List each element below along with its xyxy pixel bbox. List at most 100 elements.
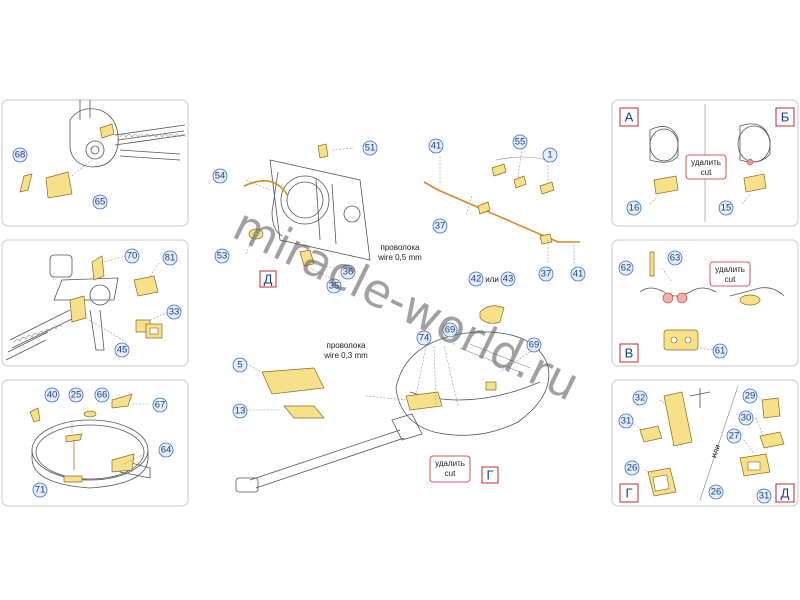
callout-29-label: 29	[745, 391, 756, 402]
callout-68-label: 68	[15, 150, 26, 161]
wire03-en-text: wire 0,3 mm	[323, 351, 368, 360]
callout-15	[718, 200, 734, 216]
periscope-drawing-A	[649, 126, 679, 205]
callout-41b-label: 41	[573, 269, 584, 280]
hatch-drawing	[243, 143, 371, 279]
letter-box-G-panel	[619, 483, 639, 503]
cut-ru-main: удалить	[435, 459, 465, 468]
turret-ring-drawing	[29, 393, 151, 489]
callout-1-label: 1	[547, 150, 552, 161]
callout-66	[94, 387, 110, 403]
callout-26a-label: 26	[627, 463, 638, 474]
cut-note-main	[429, 455, 471, 483]
callout-61	[712, 343, 728, 359]
callout-31b	[756, 488, 772, 504]
callout-66-label: 66	[97, 390, 108, 401]
or-text-2: или	[709, 443, 722, 459]
callout-25-label: 25	[71, 390, 82, 401]
gun-mount-drawing-2	[5, 254, 169, 361]
callout-74-label: 74	[419, 333, 430, 344]
callout-37a-label: 37	[435, 221, 446, 232]
callout-67	[152, 397, 168, 413]
or-text: или	[485, 275, 499, 284]
callout-13	[232, 403, 248, 419]
callout-69a	[442, 322, 458, 338]
letter-box-A	[619, 107, 639, 127]
callout-53-label: 53	[217, 251, 228, 262]
letter-B: Б	[781, 110, 790, 125]
part-42-43	[479, 305, 505, 324]
callout-1	[542, 147, 558, 163]
callout-15-label: 15	[721, 203, 732, 214]
callout-36	[340, 264, 356, 280]
callout-33	[166, 304, 182, 320]
panel-mid-left	[1, 239, 189, 367]
callout-27	[726, 428, 742, 444]
callout-70	[124, 248, 140, 264]
callout-27-label: 27	[729, 431, 740, 442]
letter-A: А	[625, 110, 634, 125]
callout-5-label: 5	[237, 360, 242, 371]
callout-63-label: 63	[670, 253, 681, 264]
callout-37b-label: 37	[541, 269, 552, 280]
callout-54	[212, 168, 228, 184]
callout-25	[68, 387, 84, 403]
callout-41b	[570, 266, 586, 282]
wire-rail-drawing	[423, 147, 580, 264]
callout-62-label: 62	[621, 263, 632, 274]
callout-42-label: 42	[471, 274, 482, 285]
callout-26b-label: 26	[711, 487, 722, 498]
callout-40	[44, 387, 60, 403]
callout-5	[232, 357, 248, 373]
turret-drawing	[235, 331, 550, 493]
callout-64-label: 64	[161, 445, 172, 456]
callout-32	[632, 390, 648, 406]
gun-mount-drawing-1	[19, 100, 187, 199]
callout-69b	[526, 337, 542, 353]
plates-drawing	[245, 363, 325, 419]
callout-63	[667, 250, 683, 266]
cut-note-B	[685, 154, 727, 180]
cut-ru-B: удалить	[691, 158, 721, 167]
letter-G-panel: Г	[625, 486, 632, 501]
callout-41a	[428, 138, 444, 154]
callout-61-label: 61	[715, 346, 726, 357]
callout-16	[626, 200, 642, 216]
letter-box-D-main	[259, 270, 277, 288]
letter-box-G-main	[481, 466, 499, 484]
cut-ru-V: удалить	[715, 265, 745, 274]
callout-45	[114, 342, 130, 358]
callout-74	[416, 330, 432, 346]
cut-en-main: cut	[445, 469, 456, 478]
letter-box-V	[619, 343, 639, 363]
wire05-ru-text: проволока	[381, 243, 421, 252]
callout-62	[618, 260, 634, 276]
callout-55	[512, 134, 528, 150]
cut-note-V	[709, 261, 751, 287]
callout-31a-label: 31	[621, 416, 632, 427]
callout-40-label: 40	[47, 390, 58, 401]
callout-30-label: 30	[741, 413, 752, 424]
callout-51	[362, 140, 378, 156]
periscope-drawing-B	[737, 123, 771, 205]
panel-V	[611, 239, 799, 367]
letter-V: В	[625, 346, 634, 361]
callout-32-label: 32	[635, 393, 646, 404]
callout-37a	[432, 218, 448, 234]
letter-D-main: Д	[264, 272, 273, 287]
callout-36-label: 36	[343, 267, 354, 278]
callout-33-label: 33	[169, 307, 180, 318]
callout-54-label: 54	[215, 171, 226, 182]
callout-55-label: 55	[515, 137, 526, 148]
callout-70-label: 70	[127, 251, 138, 262]
callout-37b	[538, 266, 554, 282]
callout-68	[12, 147, 28, 163]
callout-51-label: 51	[365, 143, 376, 154]
wire05-en-text: wire 0,5 mm	[377, 253, 422, 262]
hinge-drawing-V	[639, 251, 785, 351]
letter-box-D-panel	[775, 483, 795, 503]
wire03-ru-text: проволока	[327, 341, 367, 350]
callout-45-label: 45	[117, 345, 128, 356]
callout-69a-label: 69	[445, 325, 456, 336]
